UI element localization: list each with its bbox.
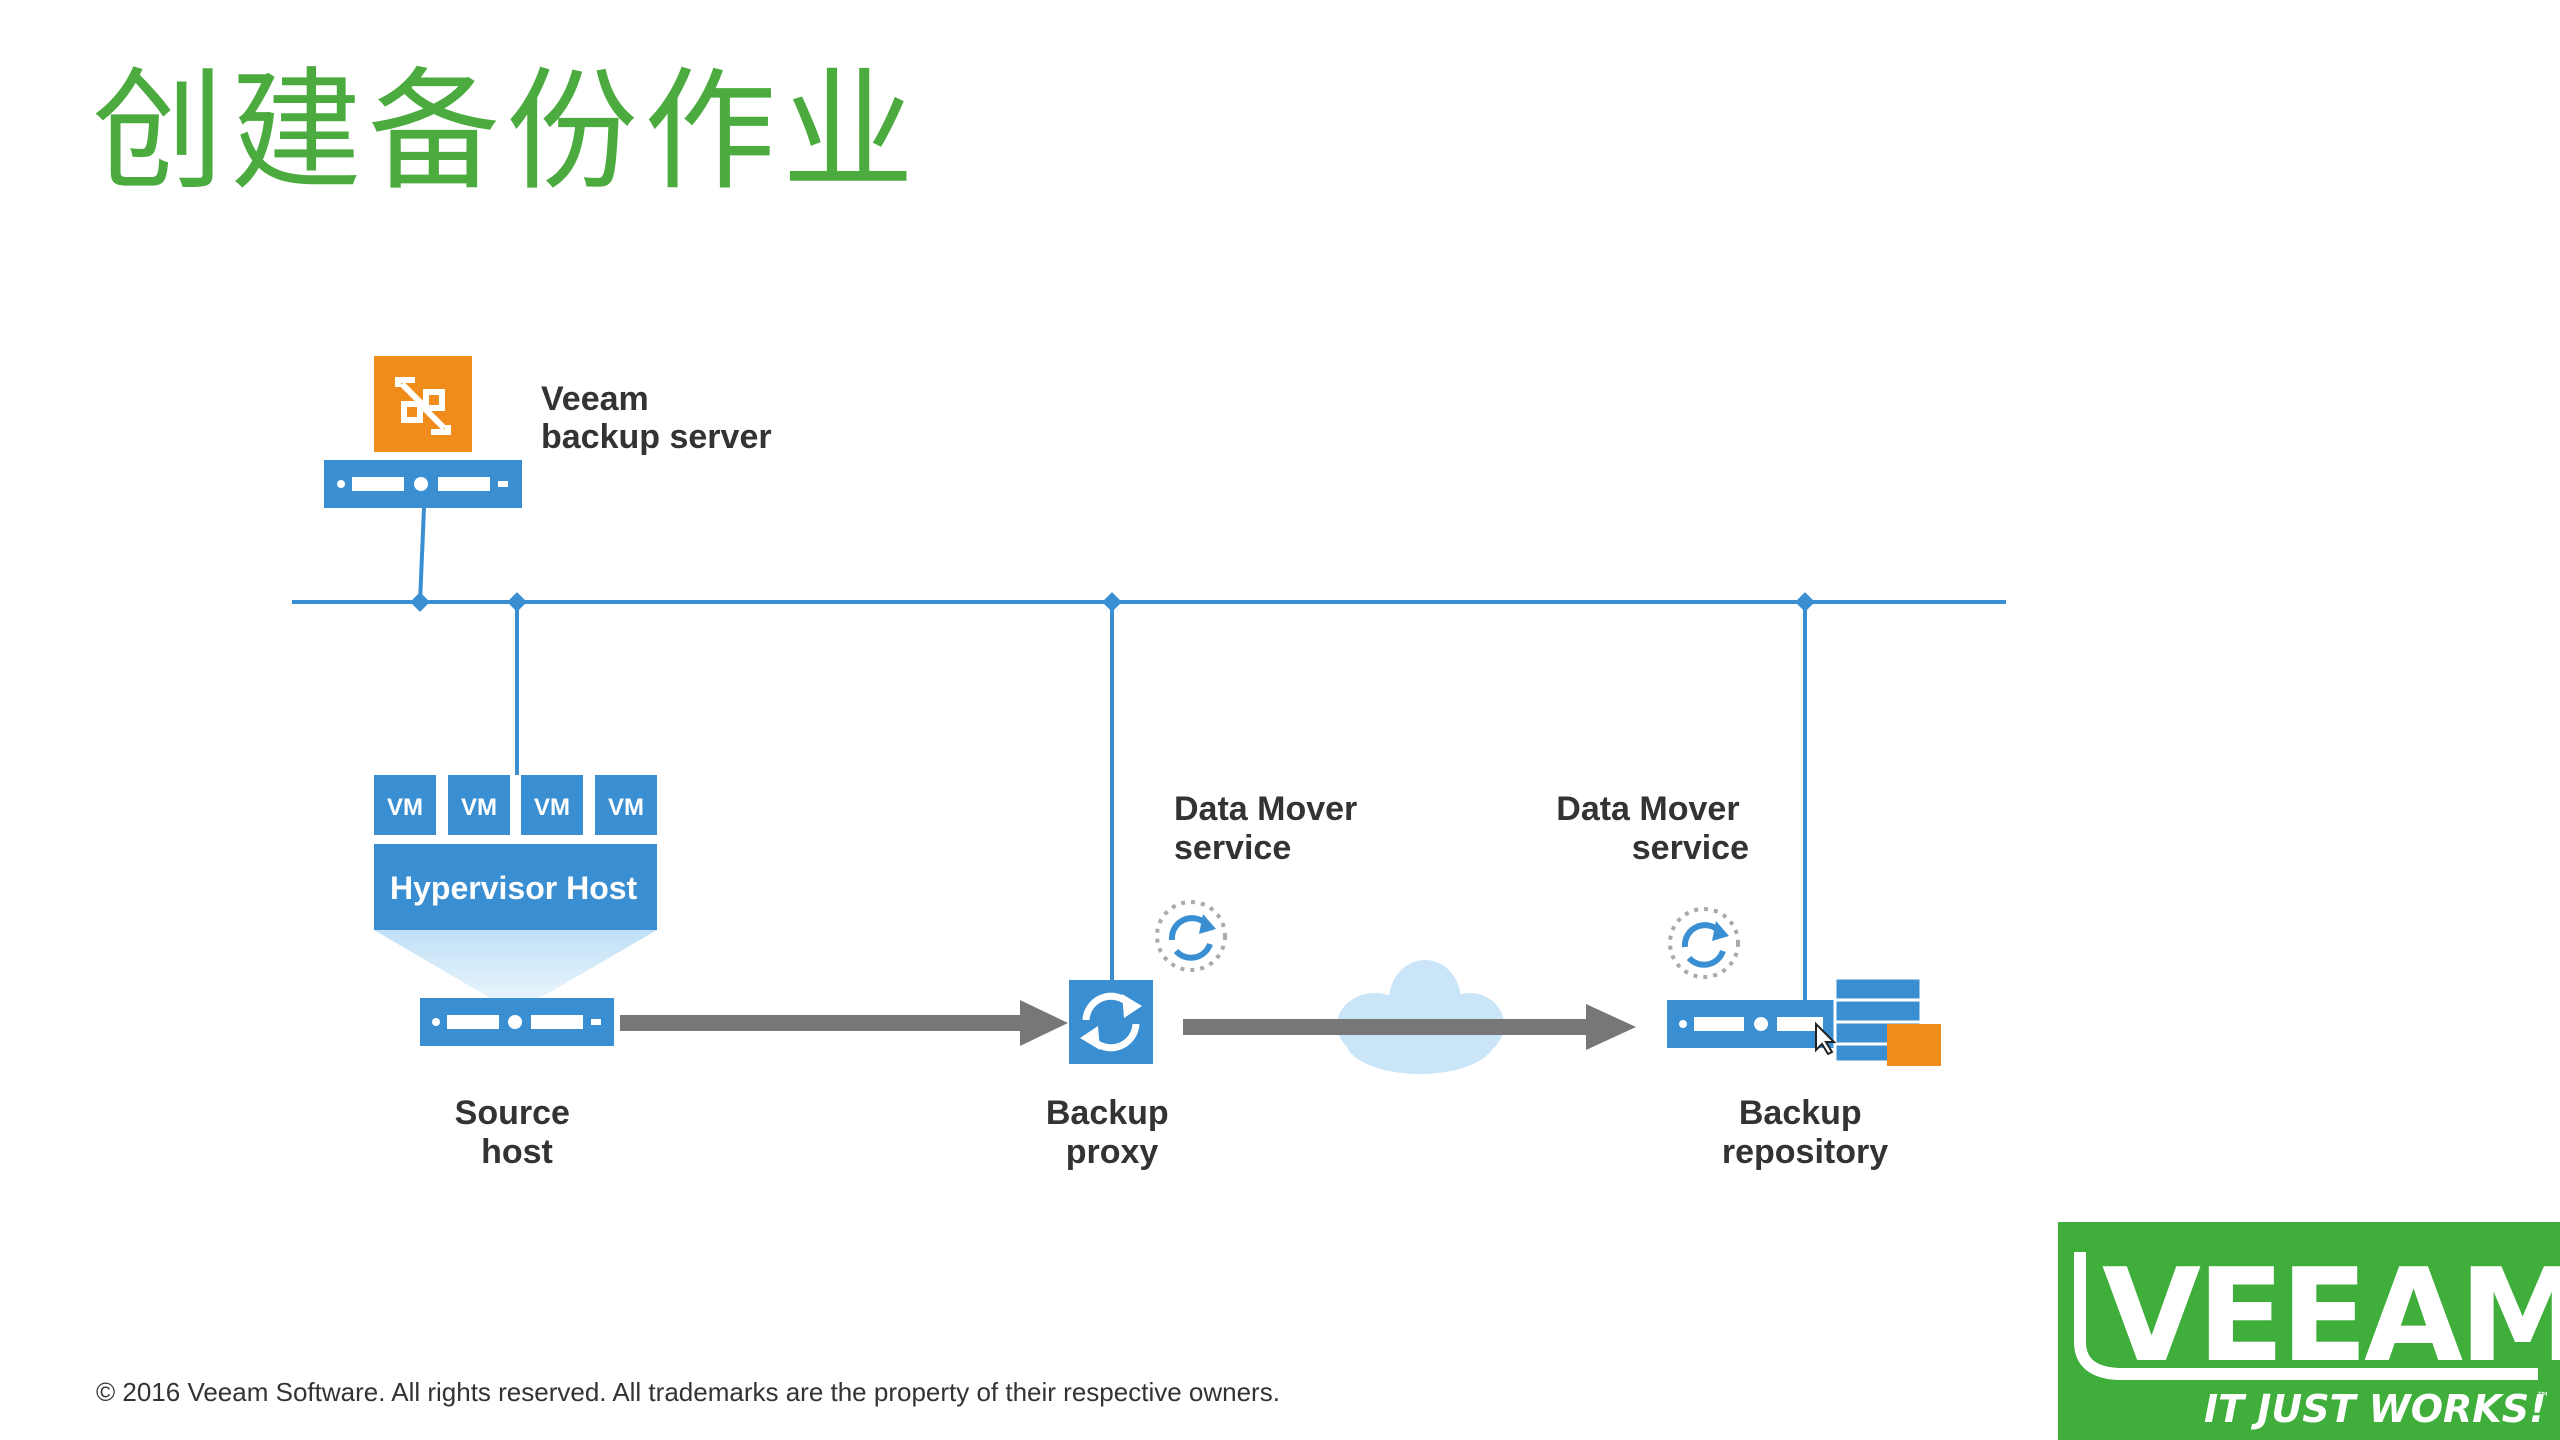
vm-label: VM xyxy=(387,794,423,821)
backup-repository-icon xyxy=(1667,976,1941,1066)
data-mover-icon-proxy xyxy=(1155,900,1227,972)
vm-box xyxy=(521,775,583,835)
vm-label: VM xyxy=(461,794,497,821)
veeam-backup-server xyxy=(324,356,522,508)
hypervisor-host: VM VM VM VM Hypervisor Host xyxy=(374,775,657,998)
hypervisor-box xyxy=(374,844,657,930)
logo-swoosh xyxy=(2074,1252,2538,1380)
server-link xyxy=(418,507,426,603)
data-mover-proxy-label: Data Mover service xyxy=(1174,790,1367,867)
veeam-arrows-icon xyxy=(395,377,451,435)
copyright-footer: © 2016 Veeam Software. All rights reserv… xyxy=(96,1377,1280,1407)
data-flow-arrow-1 xyxy=(620,1000,1068,1046)
veeam-logo: VEEAM IT JUST WORKS! ™ xyxy=(2058,1222,2560,1440)
data-mover-icon-repository xyxy=(1668,907,1740,979)
vm-label: VM xyxy=(608,794,644,821)
cloud-icon xyxy=(1337,960,1504,1074)
backup-proxy-icon xyxy=(1069,980,1153,1064)
backup-proxy-label: Backup proxy xyxy=(1046,1094,1178,1171)
vm-label: VM xyxy=(534,794,570,821)
hypervisor-label: Hypervisor Host xyxy=(390,870,638,906)
vm-row xyxy=(374,775,657,835)
source-host-label: Source host xyxy=(455,1094,580,1171)
logo-wordmark: VEEAM xyxy=(2102,1242,2560,1391)
source-host-server xyxy=(420,998,614,1046)
backup-file-icon xyxy=(1887,1024,1941,1066)
logo-trademark: ™ xyxy=(2536,1390,2550,1406)
vm-box xyxy=(448,775,510,835)
slide-title: 创建备份作业 xyxy=(92,55,920,209)
logo-tagline: IT JUST WORKS! xyxy=(2204,1387,2546,1431)
backup-repository-label: Backup repository xyxy=(1722,1094,1888,1171)
vm-box xyxy=(595,775,657,835)
veeam-server-label: Veeam backup server xyxy=(541,380,772,456)
data-mover-repository-label: Data Mover service xyxy=(1556,790,1749,867)
data-flow-arrow-2 xyxy=(1183,1004,1636,1050)
vm-box xyxy=(374,775,436,835)
hypervisor-beam xyxy=(374,930,657,998)
cursor-icon xyxy=(1815,1021,1837,1056)
